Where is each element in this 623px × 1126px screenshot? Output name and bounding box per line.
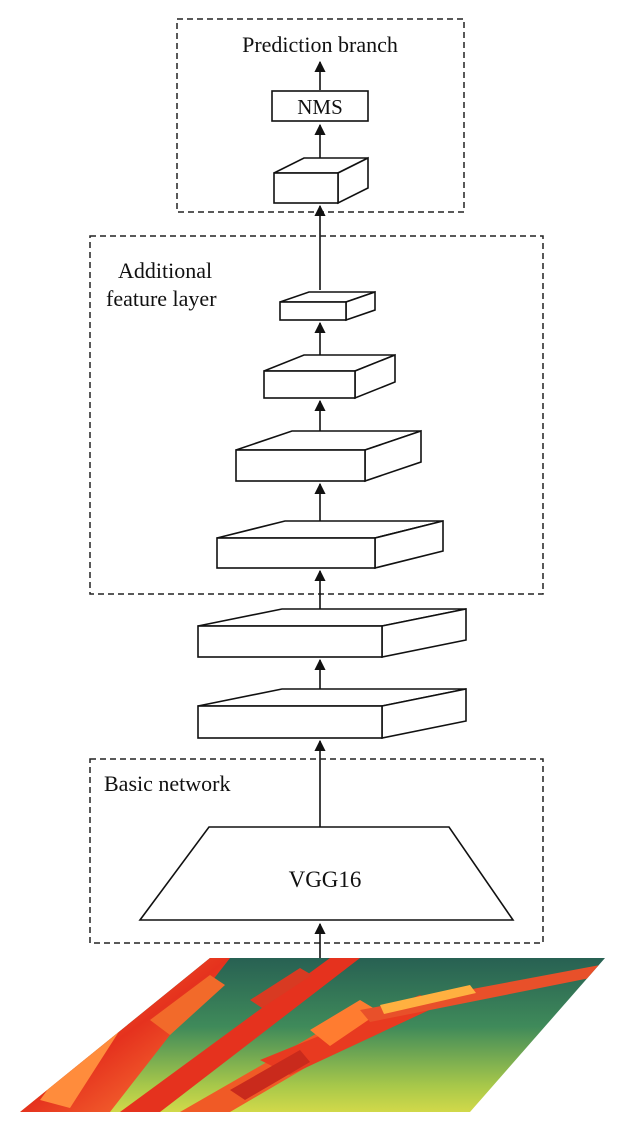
nms-box	[271, 90, 369, 122]
feature-block-1	[279, 290, 376, 322]
basic-network-region	[89, 758, 544, 944]
additional-title-line-1: Additional	[118, 258, 212, 283]
additional-title-line-2: feature layer	[106, 286, 217, 311]
vgg16-label: VGG16	[289, 867, 362, 892]
vgg16-trapezoid	[138, 826, 515, 921]
conv-block-upper	[197, 608, 467, 658]
input-thermal-image	[20, 958, 605, 1112]
nms-label: NMS	[297, 95, 343, 119]
prediction-feature-block	[273, 156, 369, 205]
feature-block-2	[263, 353, 396, 400]
prediction-branch-title: Prediction branch	[242, 32, 398, 57]
feature-block-3	[235, 429, 422, 483]
basic-network-title: Basic network	[104, 771, 230, 796]
conv-block-lower	[197, 688, 467, 739]
feature-block-4	[216, 519, 444, 570]
additional-feature-layer-region	[89, 235, 544, 595]
